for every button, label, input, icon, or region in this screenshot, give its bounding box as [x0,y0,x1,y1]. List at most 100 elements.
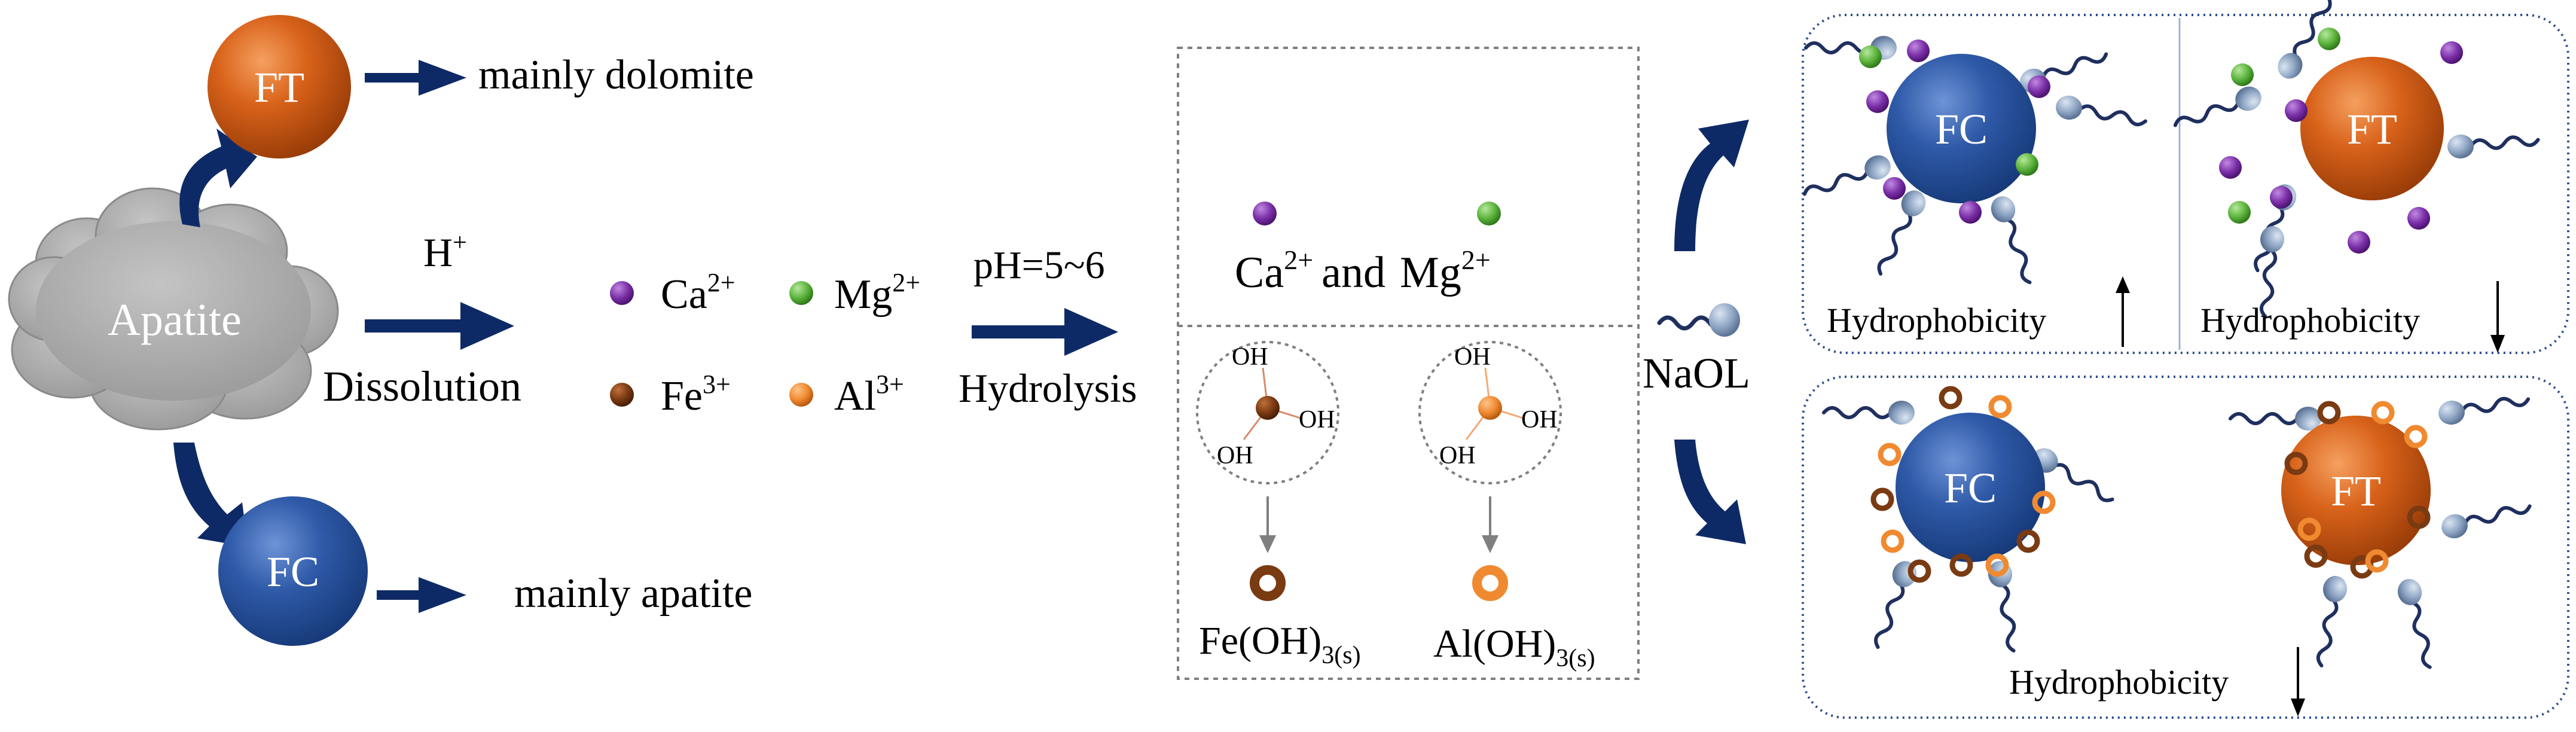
al-hydroxide-precipitate [1881,529,1904,553]
collector-molecule [2447,134,2540,159]
al-hydroxide-precipitate [2297,517,2321,541]
fc-particle-top-panel: FC [1887,54,2036,203]
al-hydroxide-precipitate [2404,425,2428,449]
ca-ion-adsorbed [2440,41,2463,64]
dissolution-label: Dissolution [323,362,521,410]
fe-hydroxide-precipitate [2284,452,2308,475]
dissolution-arrow [365,302,514,350]
bottom-adsorption-panel [1802,376,2569,719]
ion-ca: Ca2+ [610,268,735,318]
al-hydroxide-precipitate [1878,443,1902,466]
hydrolysis-arrow [972,308,1118,356]
mg-ion-adsorbed [1859,45,1882,68]
bottom-hydrophobicity: Hydrophobicity [2009,663,2229,702]
fe-hydroxide-precipitate [1939,386,1962,410]
mg-ion-adsorbed [2318,28,2340,50]
arrow-to-top-panel [1674,120,1749,251]
collector-molecule [1877,190,1926,276]
al-oh-1: OH [1454,343,1491,371]
al-hydroxide-precipitate [2365,549,2389,573]
fe-hydroxide-precipitate [1870,487,1894,511]
top-panel-ions [1859,28,2463,254]
ion-mg: Mg2+ [789,268,920,318]
apatite-cloud: Apatite [8,187,339,431]
ca-ion-adsorbed [2219,156,2242,179]
collector-legend [1657,303,1740,337]
arrow-fc-to-apatite [377,577,466,613]
top-fc-label: FC [1935,105,1988,153]
ft-particle-top: FT [207,15,351,158]
fe-oh-2: OH [1299,406,1335,434]
top-ft-label: FT [2347,105,2397,153]
cloud-label: Apatite [108,295,242,345]
arrow-cloud-to-ft [179,129,257,227]
ion-fe: Fe3+ [610,370,731,419]
collector-molecule [1802,155,1891,196]
ca-ion-adsorbed [2270,186,2293,209]
fc-product-text: mainly apatite [514,571,752,617]
al-oh-3: OH [1439,442,1476,469]
collector-molecule [2397,579,2432,669]
fe-oh-1: OH [1232,343,1268,371]
hydrolysis-products-box [1177,47,1640,680]
collector-label: NaOL [1643,349,1750,397]
fe-oh-3: OH [1217,442,1253,469]
ft-product-text: mainly dolomite [478,52,754,98]
dissolution-reagent: H+ [423,229,467,275]
collector-molecule [2441,504,2532,539]
fe-hydroxide-complex: OH OH OH [1196,341,1339,601]
mg-ion-adsorbed [2231,63,2254,86]
box-ca-ion [1253,202,1277,225]
fc-label-bottom: FC [267,548,319,596]
fe-hydroxide-precipitate [1949,553,1973,577]
fe-hydroxide-precipitate [2304,544,2328,568]
fe-precipitate-ring [1250,565,1286,601]
svg-text:Ca2+: Ca2+ [661,268,735,318]
collector-molecule [1822,401,1915,425]
top-ft-hydrophobicity: Hydrophobicity [2200,301,2420,340]
al-precipitate-formula: Al(OH)3(s) [1433,622,1595,672]
collector-molecule [1804,36,1897,60]
fe-hydroxide-precipitate [2016,529,2040,553]
al-precipitate-ring [1472,565,1508,601]
top-adsorption-panel [1802,14,2569,354]
al-hydroxide-precipitate [2371,401,2395,425]
svg-text:Mg2+: Mg2+ [834,268,920,318]
fe-hydroxide-precipitate [2407,505,2431,529]
collector-molecule [1991,196,2032,285]
al-hydroxide-precipitate [1985,553,2009,577]
hydrolysis-condition: pH=5~6 [973,243,1105,287]
ca-ion-adsorbed [1959,201,1982,224]
arrow-to-bottom-panel [1674,440,1746,544]
ca-ion-adsorbed [1907,39,1930,62]
fe-precipitate-formula: Fe(OH)3(s) [1199,619,1361,669]
bottom-ft-label: FT [2331,467,2381,515]
ca-ion-adsorbed [1866,90,1889,113]
mg-ion-adsorbed [2228,201,2251,224]
collector-molecule [2316,576,2348,668]
bottom-panel-precipitates [1870,386,2431,583]
ion-al: Al3+ [789,370,904,419]
collector-molecule [2259,226,2285,319]
fc-particle-bottom: FC [218,496,368,646]
ca-ion-adsorbed [2407,207,2430,230]
collector-molecule [2056,95,2148,127]
ca-ion-adsorbed [2028,75,2050,98]
top-fc-trend-up-arrow [2116,276,2130,347]
ft-label-top: FT [254,63,304,111]
box-mg-ion [1477,202,1501,225]
top-fc-hydrophobicity: Hydrophobicity [1827,301,2046,340]
arrow-ft-to-dolomite [365,60,466,96]
ft-particle-top-panel: FT [2300,57,2444,200]
ca-ion-adsorbed [2348,231,2370,254]
fe-hydroxide-precipitate [2317,401,2341,425]
ca-ion-adsorbed [1883,177,1906,200]
collector-molecule [2229,407,2321,431]
hydrolysis-label: Hydrolysis [959,365,1137,411]
al-hydroxide-complex: OH OH OH [1418,341,1562,601]
svg-text:Fe3+: Fe3+ [661,370,731,419]
fc-particle-bottom-panel: FC [1896,413,2045,562]
